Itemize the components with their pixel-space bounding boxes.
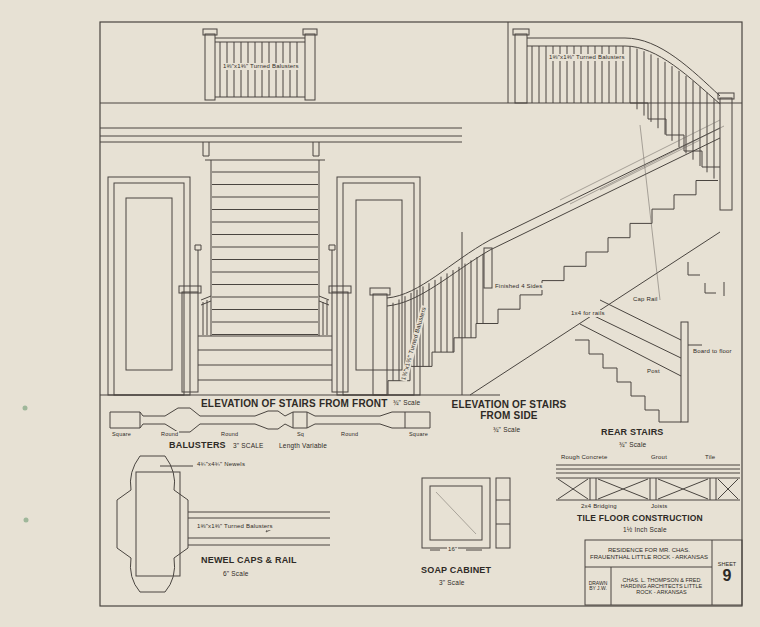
part-note: Post xyxy=(646,368,661,375)
material-note: Tile xyxy=(704,454,716,461)
title-block-cell: CHAS. L. THOMPSON & FRED HARDING ARCHITE… xyxy=(612,568,711,604)
drawn-line xyxy=(471,260,472,337)
material-note: 2x4 Bridging xyxy=(580,503,618,510)
baluster-note: 1⅜"x1⅜" Turned Balusters xyxy=(196,523,274,530)
drawn-line xyxy=(212,209,318,210)
drawn-line xyxy=(212,184,318,185)
material-note: Grout xyxy=(650,454,668,461)
drawn-line xyxy=(644,51,645,115)
part-note: 1x4 for rails xyxy=(570,310,606,317)
drawn-line xyxy=(483,254,484,324)
scale-note: ¾" Scale xyxy=(618,441,647,448)
drawn-line xyxy=(672,66,673,141)
drawn-line xyxy=(546,46,547,103)
drawn-line xyxy=(637,49,638,110)
title-text: DRAWN BY J.W. xyxy=(588,581,608,592)
title-block-cell: SHEET9 xyxy=(713,541,741,604)
scale-note: 3" SCALE xyxy=(232,442,265,449)
drawn-line xyxy=(477,257,478,323)
drawn-line xyxy=(212,234,318,235)
drawn-line xyxy=(679,71,680,147)
section-name: Round xyxy=(160,431,179,437)
drawn-line xyxy=(212,172,318,173)
title-text: RESIDENCE FOR MR. CHAS. FRAUENTHAL LITTL… xyxy=(589,547,709,560)
detail-title: REAR STAIRS xyxy=(600,428,665,438)
drawn-line xyxy=(465,264,466,338)
baluster-note: 1⅜"x1⅜" Turned Balusters xyxy=(548,54,626,61)
title-text: 9 xyxy=(715,567,739,585)
drawn-line xyxy=(198,336,332,337)
part-note: Cap Rail xyxy=(632,296,659,303)
drawn-line xyxy=(686,76,687,154)
drawn-line xyxy=(447,273,448,352)
drawn-line xyxy=(453,270,454,352)
drawn-line xyxy=(212,284,318,285)
section-name: Sq xyxy=(296,431,305,437)
drawn-line xyxy=(700,87,701,166)
drawn-line xyxy=(532,46,533,103)
detail-title: SOAP CABINET xyxy=(420,566,492,576)
material-note: Rough Concrete xyxy=(560,454,609,461)
drawn-line xyxy=(198,380,332,381)
title-block-cell: RESIDENCE FOR MR. CHAS. FRAUENTHAL LITTL… xyxy=(587,541,711,566)
detail-title: TILE FLOOR CONSTRUCTION xyxy=(576,514,704,523)
drawn-line xyxy=(429,283,430,366)
drawn-line xyxy=(212,247,318,248)
drawn-line xyxy=(212,222,318,223)
drawn-line xyxy=(399,299,400,380)
scale-note: 6" Scale xyxy=(222,570,250,577)
section-name: Round xyxy=(340,431,359,437)
baluster-note: 1⅜"x1⅜" Turned Balusters xyxy=(222,63,300,70)
scale-note: 3" Scale xyxy=(438,579,466,586)
drawn-line xyxy=(212,309,318,310)
part-note: Board to floor xyxy=(692,348,733,355)
drawn-line xyxy=(220,42,221,97)
drawn-line xyxy=(459,267,460,338)
scale-note: ¾" Scale xyxy=(392,399,421,406)
dimension-note: Length Variable xyxy=(278,442,328,449)
title-text: SHEET xyxy=(715,561,739,567)
scale-note: 1½ Inch Scale xyxy=(622,526,668,533)
drawn-line xyxy=(212,334,318,335)
drawn-line xyxy=(423,286,424,366)
drawn-line xyxy=(435,280,436,352)
detail-title: BALUSTERS xyxy=(168,441,227,451)
drawn-line xyxy=(198,350,332,351)
drawn-line xyxy=(630,47,631,103)
drawn-line xyxy=(707,93,708,173)
drawn-line xyxy=(212,259,318,260)
drawn-line xyxy=(693,81,694,160)
drawn-line xyxy=(212,197,318,198)
view-title: ELEVATION OF STAIRS FROM FRONT xyxy=(200,398,389,409)
drawn-line xyxy=(651,54,652,122)
drawn-line xyxy=(658,58,659,128)
drawn-line xyxy=(212,297,318,298)
drawn-line xyxy=(665,62,666,135)
dimension-note: 16" xyxy=(447,546,458,553)
drawn-line xyxy=(198,365,332,366)
section-name: Square xyxy=(408,431,429,437)
drawn-line xyxy=(539,46,540,103)
detail-title: NEWEL CAPS & RAIL xyxy=(200,556,298,566)
material-note: Joists xyxy=(650,503,669,510)
drawn-line xyxy=(441,277,442,352)
newel-note: 4¾"x4¾" Newels xyxy=(196,461,246,468)
title-block-cell: DRAWN BY J.W. xyxy=(586,568,610,604)
view-title: ELEVATION OF STAIRS FROM SIDE xyxy=(448,399,570,421)
drawn-line xyxy=(212,272,318,273)
title-text: CHAS. L. THOMPSON & FRED HARDING ARCHITE… xyxy=(614,577,709,595)
drawn-line xyxy=(212,322,318,323)
section-name: Square xyxy=(111,431,132,437)
finish-note: Finished 4 Sides xyxy=(494,283,544,290)
section-name: Round xyxy=(220,431,239,437)
scale-note: ¾" Scale xyxy=(492,426,521,433)
drawn-line xyxy=(393,303,394,381)
